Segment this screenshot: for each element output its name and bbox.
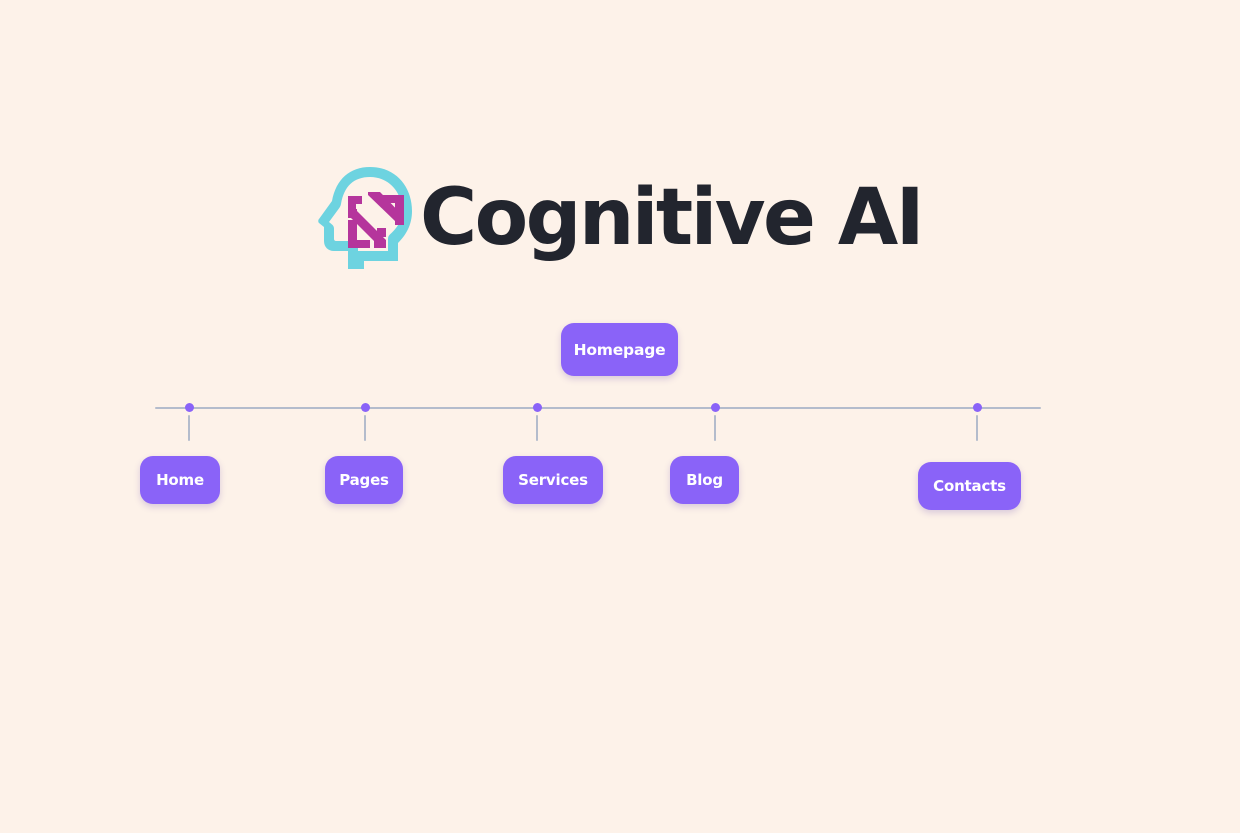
drop-connector-contacts <box>976 415 978 441</box>
brand-header: Cognitive AI <box>0 160 1240 275</box>
sitemap-node-contacts[interactable]: Contacts <box>918 462 1021 510</box>
head-circuit-logo-icon <box>318 166 412 269</box>
drop-connector-blog <box>714 415 716 441</box>
sitemap-node-services[interactable]: Services <box>503 456 603 504</box>
drop-connector-home <box>188 415 190 441</box>
junction-dot-pages <box>360 403 370 412</box>
drop-connector-services <box>536 415 538 441</box>
trunk-connector-line <box>155 407 1041 409</box>
sitemap-node-blog[interactable]: Blog <box>670 456 739 504</box>
junction-dot-home <box>184 403 194 412</box>
drop-connector-pages <box>364 415 366 441</box>
junction-dot-blog <box>710 403 720 412</box>
sitemap-node-pages[interactable]: Pages <box>325 456 403 504</box>
brand-name: Cognitive AI <box>419 172 925 263</box>
sitemap-node-home[interactable]: Home <box>140 456 220 504</box>
junction-dot-contacts <box>972 403 982 412</box>
sitemap-node-homepage[interactable]: Homepage <box>561 323 678 376</box>
junction-dot-services <box>532 403 542 412</box>
